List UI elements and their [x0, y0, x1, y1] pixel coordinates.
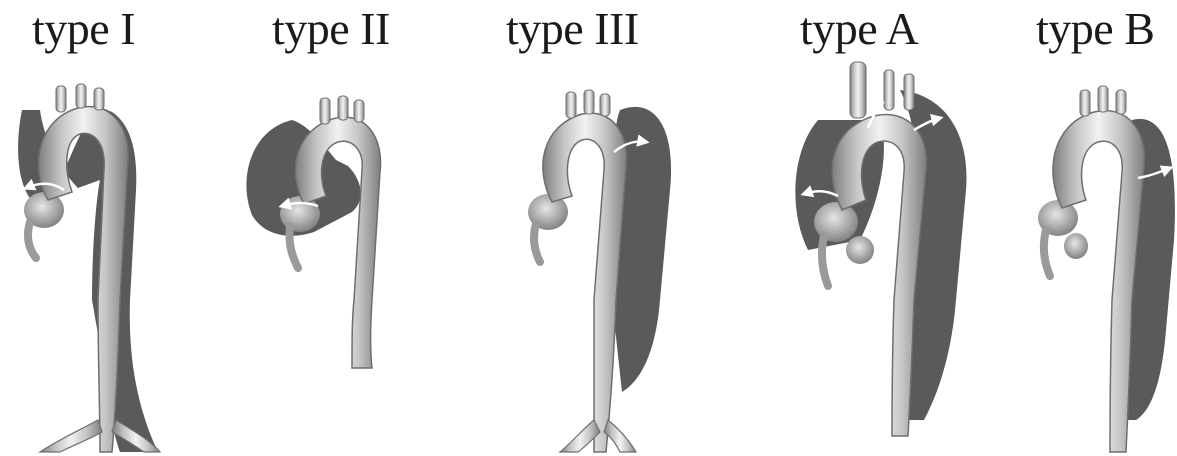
aorta-type-a: [795, 62, 966, 436]
aorta-type-i: [18, 84, 160, 452]
aorta-type-b: [1038, 86, 1175, 452]
true-lumen-type-ii: [295, 117, 380, 368]
aorta-type-iii: [528, 90, 671, 452]
aorta-type-ii: [246, 96, 380, 368]
true-lumen-type-iii: [543, 113, 627, 452]
